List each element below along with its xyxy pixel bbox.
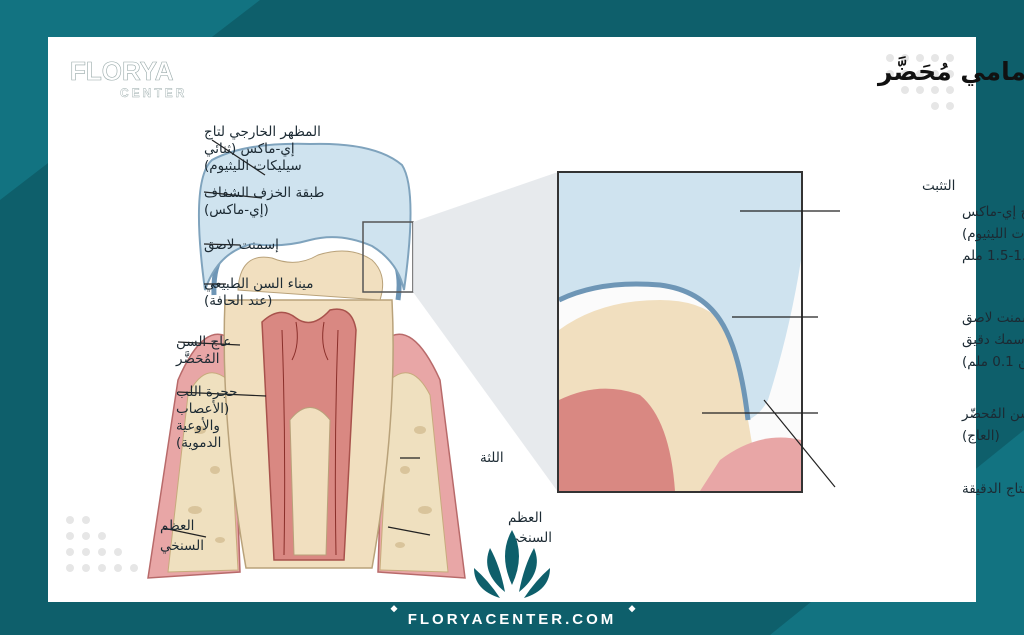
label-enamel-1: ميناء السن الطبيعي — [204, 276, 313, 292]
label-pulp-1: حجرة اللب — [176, 384, 237, 400]
label-cement: إسمنت لاصق — [204, 237, 279, 253]
brand-logo: FLORYA CENTER — [70, 56, 187, 101]
zoom-pulp — [559, 388, 675, 491]
inner-dentin — [289, 407, 331, 556]
label-pulp-4: الدموية) — [176, 435, 221, 451]
zoom-label-crown-3: - سمك 1.0-1.5 ملم — [962, 248, 1024, 264]
label-pulp-2: (الأعصاب — [176, 400, 229, 417]
zoom-crown — [559, 173, 801, 420]
label-enamel-2: (عند الحافة) — [204, 293, 272, 309]
label-outer-appearance-3: سيليكات الليثيوم) — [204, 158, 302, 174]
dot-pattern — [66, 54, 954, 572]
label-bone-left-2: السنخي — [160, 538, 204, 554]
dentin-core — [237, 250, 384, 301]
leader-lines — [162, 139, 840, 538]
label-pulp-3: والأوعية — [176, 417, 220, 434]
labels-left: المظهر الخارجي لتاج إي-ماكس (ثنائي سيليك… — [160, 124, 552, 554]
label-bone-right-1: العظم — [508, 510, 542, 526]
label-bone-left-1: العظم — [160, 518, 194, 534]
label-dentin-1: عاج السن — [176, 334, 231, 350]
zoom-label-cement-1: طبقة إسمنت لاصق — [962, 310, 1024, 326]
tooth-cross-section — [147, 142, 466, 579]
zoom-label-fixation: التثبت — [922, 178, 955, 194]
emax-crown — [197, 142, 412, 291]
label-outer-appearance-1: المظهر الخارجي لتاج — [204, 124, 321, 140]
zoom-projection — [413, 172, 558, 492]
label-gum: اللثة — [480, 450, 504, 466]
zoom-label-margin: حافة التاج الدقيقة — [962, 481, 1024, 497]
zoom-label-cement-2: - سمك دقيق — [962, 332, 1024, 348]
zoom-panel — [557, 171, 803, 493]
label-porcelain-1: طبقة الخزف الشفاف — [204, 185, 324, 201]
label-outer-appearance-2: إي-ماكس (ثنائي — [204, 141, 295, 157]
labels-right: التثبت تاج إي-ماكس سيليكات الليثيوم) - س… — [922, 178, 1024, 497]
florya-emblem-icon — [474, 530, 550, 598]
footer-diamond-icon — [390, 605, 398, 613]
zoom-gum — [700, 437, 801, 491]
zoom-label-surface-2: (العاج) — [962, 428, 1000, 444]
zoom-cement — [559, 281, 751, 421]
label-bone-right-2: السنخي — [508, 530, 552, 546]
logo-text: FLORYA — [70, 56, 174, 86]
page-title: مخطط هيكلي لتكوين تاج إي-ماكس على سن أما… — [876, 55, 1024, 87]
zoom-label-surface-1: سطح السن المُحضّر — [961, 406, 1024, 422]
bone-texture — [188, 426, 432, 548]
zoom-label-crown-2: سيليكات الليثيوم) — [962, 226, 1024, 242]
footer: FLORYACENTER.COM — [390, 605, 636, 628]
zoom-label-cement-3: (أقل من 0.1 ملم) — [962, 352, 1024, 370]
footer-diamond-icon — [628, 605, 636, 613]
nerves — [281, 321, 339, 556]
label-porcelain-2: (إي-ماكس) — [204, 202, 269, 218]
label-dentin-2: المُحَضَّر — [175, 350, 220, 367]
zoom-label-crown-1: تاج إي-ماكس — [962, 204, 1024, 220]
footer-url[interactable]: FLORYACENTER.COM — [408, 611, 617, 628]
logo-subtext: CENTER — [120, 86, 187, 100]
